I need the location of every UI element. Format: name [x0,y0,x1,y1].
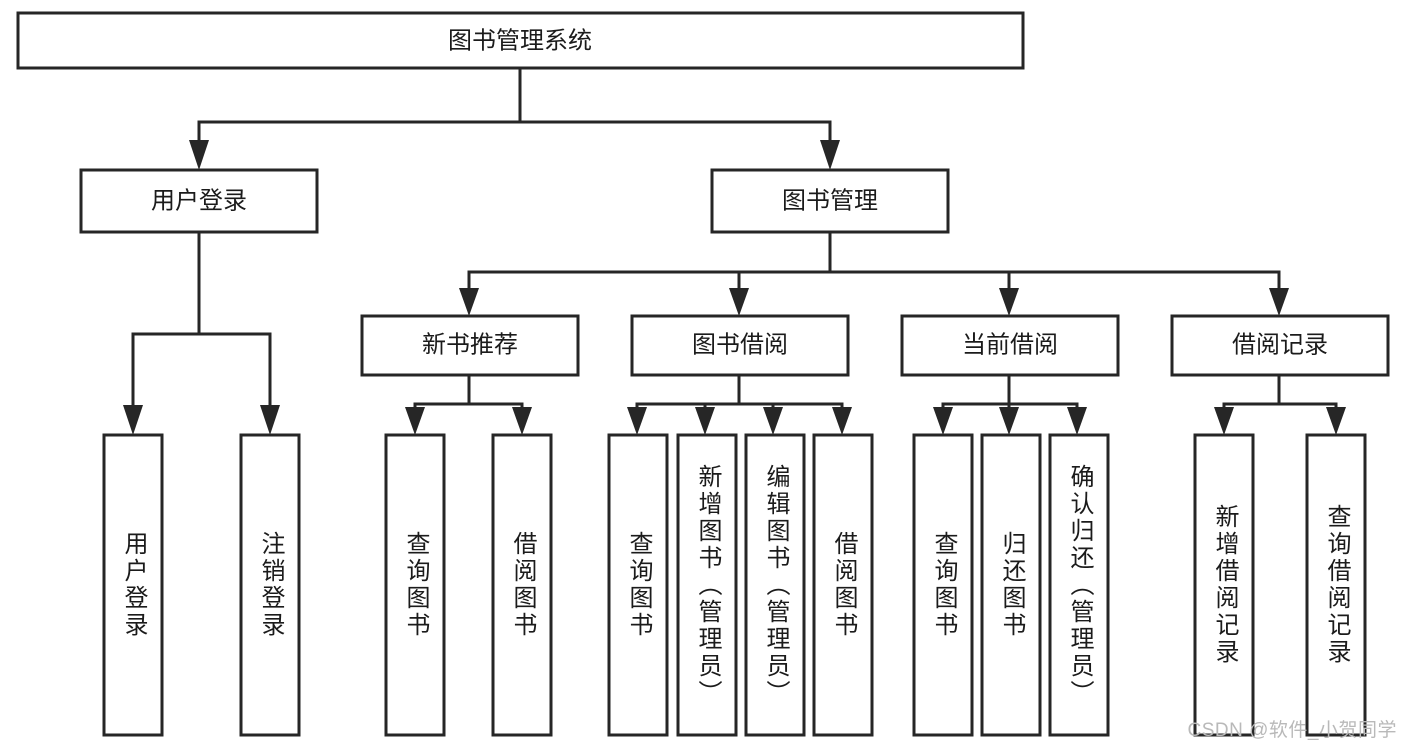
arrowhead-leaf-edit-book-admin [763,407,783,435]
arrowhead-leaf-borrow-book-2 [832,407,852,435]
node-new-book-recommend-box[interactable] [360,314,580,377]
node-borrow-record-label: 借阅记录 [1232,331,1328,358]
arrowhead-leaf-query-book-2 [627,407,647,435]
node-user-login-box[interactable] [79,168,319,234]
node-root[interactable]: 图书管理系统 [16,11,1025,70]
connectors-current-borrow-to-leaves [933,373,1087,435]
leaf-query-book-3-label: 查询图书 [930,531,957,639]
node-current-borrow-box[interactable] [900,314,1120,377]
arrowhead-book-borrow [729,288,749,316]
node-book-manage-box[interactable] [710,168,950,234]
csdn-watermark: CSDN @软件_小贺同学 [1187,720,1397,741]
node-root-label: 图书管理系统 [448,27,592,54]
leaf-logout-login-box[interactable] [239,433,301,737]
leaf-query-borrow-record-label: 查询借阅记录 [1323,504,1350,666]
node-root-box[interactable] [16,11,1025,70]
arrowhead-leaf-query-book-3 [933,407,953,435]
leaf-borrow-book-2-box[interactable] [812,433,874,737]
leaf-add-borrow-record-label: 新增借阅记录 [1211,504,1238,666]
node-current-borrow[interactable]: 当前借阅 [900,314,1120,377]
arrowhead-leaf-query-borrow-record [1326,407,1346,435]
node-borrow-record[interactable]: 借阅记录 [1170,314,1390,377]
leaf-boxes-new-book-recommend [384,433,553,737]
leaf-query-book-1-label: 查询图书 [402,531,429,639]
arrowhead-leaf-add-borrow-record [1214,407,1234,435]
leaf-add-book-admin-box[interactable] [676,433,738,737]
leaf-user-login-label: 用户登录 [120,531,147,639]
node-new-book-recommend[interactable]: 新书推荐 [360,314,580,377]
leaf-query-book-1-box[interactable] [384,433,446,737]
arrowhead-user-login [189,140,209,170]
leaf-boxes-user-login [102,433,301,737]
leaf-return-book-box[interactable] [980,433,1042,737]
connectors-borrow-record-to-leaves [1214,373,1346,435]
leaf-borrow-book-2-label: 借阅图书 [830,531,857,639]
node-book-borrow-box[interactable] [630,314,850,377]
leaf-query-borrow-record-box[interactable] [1305,433,1367,737]
arrowhead-leaf-query-book-1 [405,407,425,435]
connectors-new-book-recommend-to-leaves [405,373,532,435]
leaf-borrow-book-1-label: 借阅图书 [509,531,536,639]
arrowhead-leaf-logout-login [260,405,280,435]
leaf-borrow-book-1-box[interactable] [491,433,553,737]
arrowhead-leaf-user-login [123,405,143,435]
leaf-return-book-label: 归还图书 [998,531,1025,639]
node-book-borrow-label: 图书借阅 [692,331,788,358]
leaf-user-login-box[interactable] [102,433,164,737]
leaf-edit-book-admin-label: 编辑图书（管理员） [762,463,789,707]
leaf-logout-login-label: 注销登录 [257,531,284,639]
leaf-add-book-admin-label: 新增图书（管理员） [694,463,721,707]
arrowhead-current-borrow [999,288,1019,316]
arrowhead-leaf-borrow-book-1 [512,407,532,435]
node-user-login-label: 用户登录 [151,187,247,214]
leaf-query-book-2-box[interactable] [607,433,669,737]
leaf-add-borrow-record-box[interactable] [1193,433,1255,737]
connectors-root-to-level2 [189,66,840,170]
arrowhead-new-book-recommend [459,288,479,316]
leaf-boxes-borrow-record [1193,433,1367,737]
leaf-edit-book-admin-box[interactable] [744,433,806,737]
connectors-user-login-to-leaves [123,230,280,435]
node-book-borrow[interactable]: 图书借阅 [630,314,850,377]
node-current-borrow-label: 当前借阅 [962,331,1058,358]
node-user-login[interactable]: 用户登录 [79,168,319,234]
leaf-query-book-2-label: 查询图书 [625,531,652,639]
leaf-confirm-return-admin-box[interactable] [1048,433,1110,737]
arrowhead-borrow-record [1269,288,1289,316]
leaf-query-book-3-box[interactable] [912,433,974,737]
arrowhead-leaf-return-book [999,407,1019,435]
arrowhead-leaf-add-book-admin [695,407,715,435]
connectors-book-manage-to-level3 [459,230,1289,316]
node-new-book-recommend-label: 新书推荐 [422,331,518,358]
leaf-confirm-return-admin-label: 确认归还（管理员） [1066,463,1093,707]
connectors-book-borrow-to-leaves [627,373,852,435]
leaf-boxes-book-borrow [607,433,874,737]
node-borrow-record-box[interactable] [1170,314,1390,377]
node-book-manage-label: 图书管理 [782,187,878,214]
node-book-manage[interactable]: 图书管理 [710,168,950,234]
leaf-boxes-current-borrow [912,433,1110,737]
arrowhead-leaf-confirm-return-admin [1067,407,1087,435]
arrowhead-book-manage [820,140,840,170]
